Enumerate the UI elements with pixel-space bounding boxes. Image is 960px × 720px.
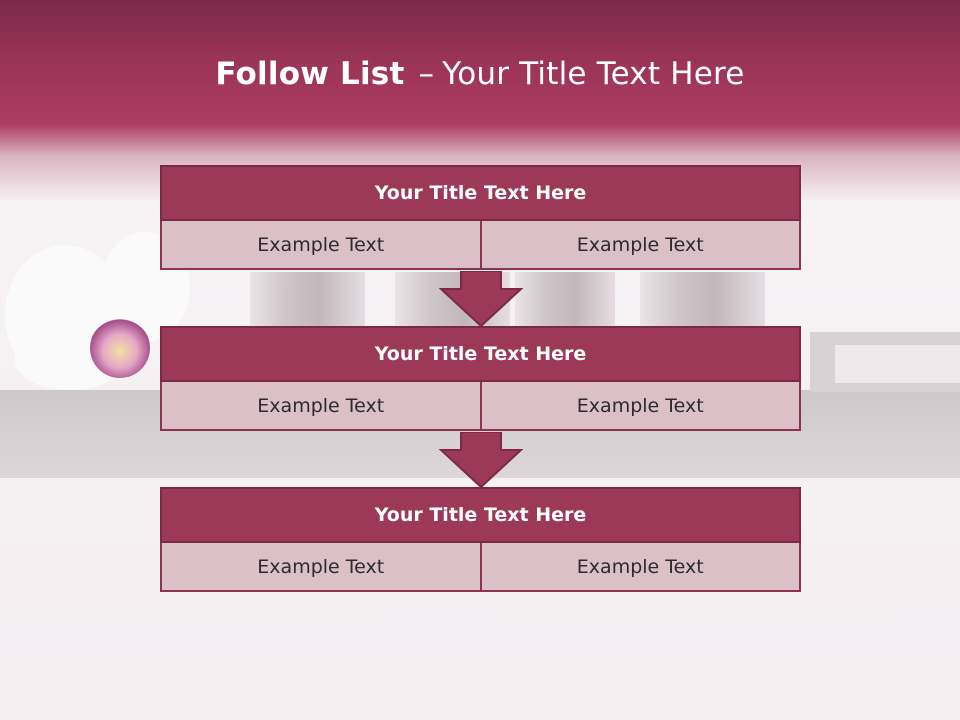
block-title: Your Title Text Here	[160, 326, 801, 382]
title-dash: –	[418, 56, 435, 92]
block-cell-left: Example Text	[160, 543, 482, 592]
flow-block: Your Title Text Here Example Text Exampl…	[160, 487, 801, 592]
orchid-flower	[90, 318, 150, 378]
background-tray-inset	[835, 345, 960, 383]
flow-block: Your Title Text Here Example Text Exampl…	[160, 165, 801, 270]
block-cell-right: Example Text	[481, 221, 801, 270]
block-row: Example Text Example Text	[160, 221, 801, 270]
slide-title: Follow List–Your Title Text Here	[0, 56, 960, 92]
block-title: Your Title Text Here	[160, 487, 801, 543]
block-row: Example Text Example Text	[160, 543, 801, 592]
block-row: Example Text Example Text	[160, 382, 801, 431]
down-arrow-icon	[439, 271, 523, 327]
title-bold: Follow List	[215, 56, 405, 92]
block-cell-left: Example Text	[160, 221, 482, 270]
down-arrow-icon	[439, 432, 523, 488]
block-cell-right: Example Text	[481, 543, 801, 592]
block-cell-left: Example Text	[160, 382, 482, 431]
block-title: Your Title Text Here	[160, 165, 801, 221]
flow-block: Your Title Text Here Example Text Exampl…	[160, 326, 801, 431]
block-cell-right: Example Text	[481, 382, 801, 431]
title-rest: Your Title Text Here	[442, 56, 745, 92]
